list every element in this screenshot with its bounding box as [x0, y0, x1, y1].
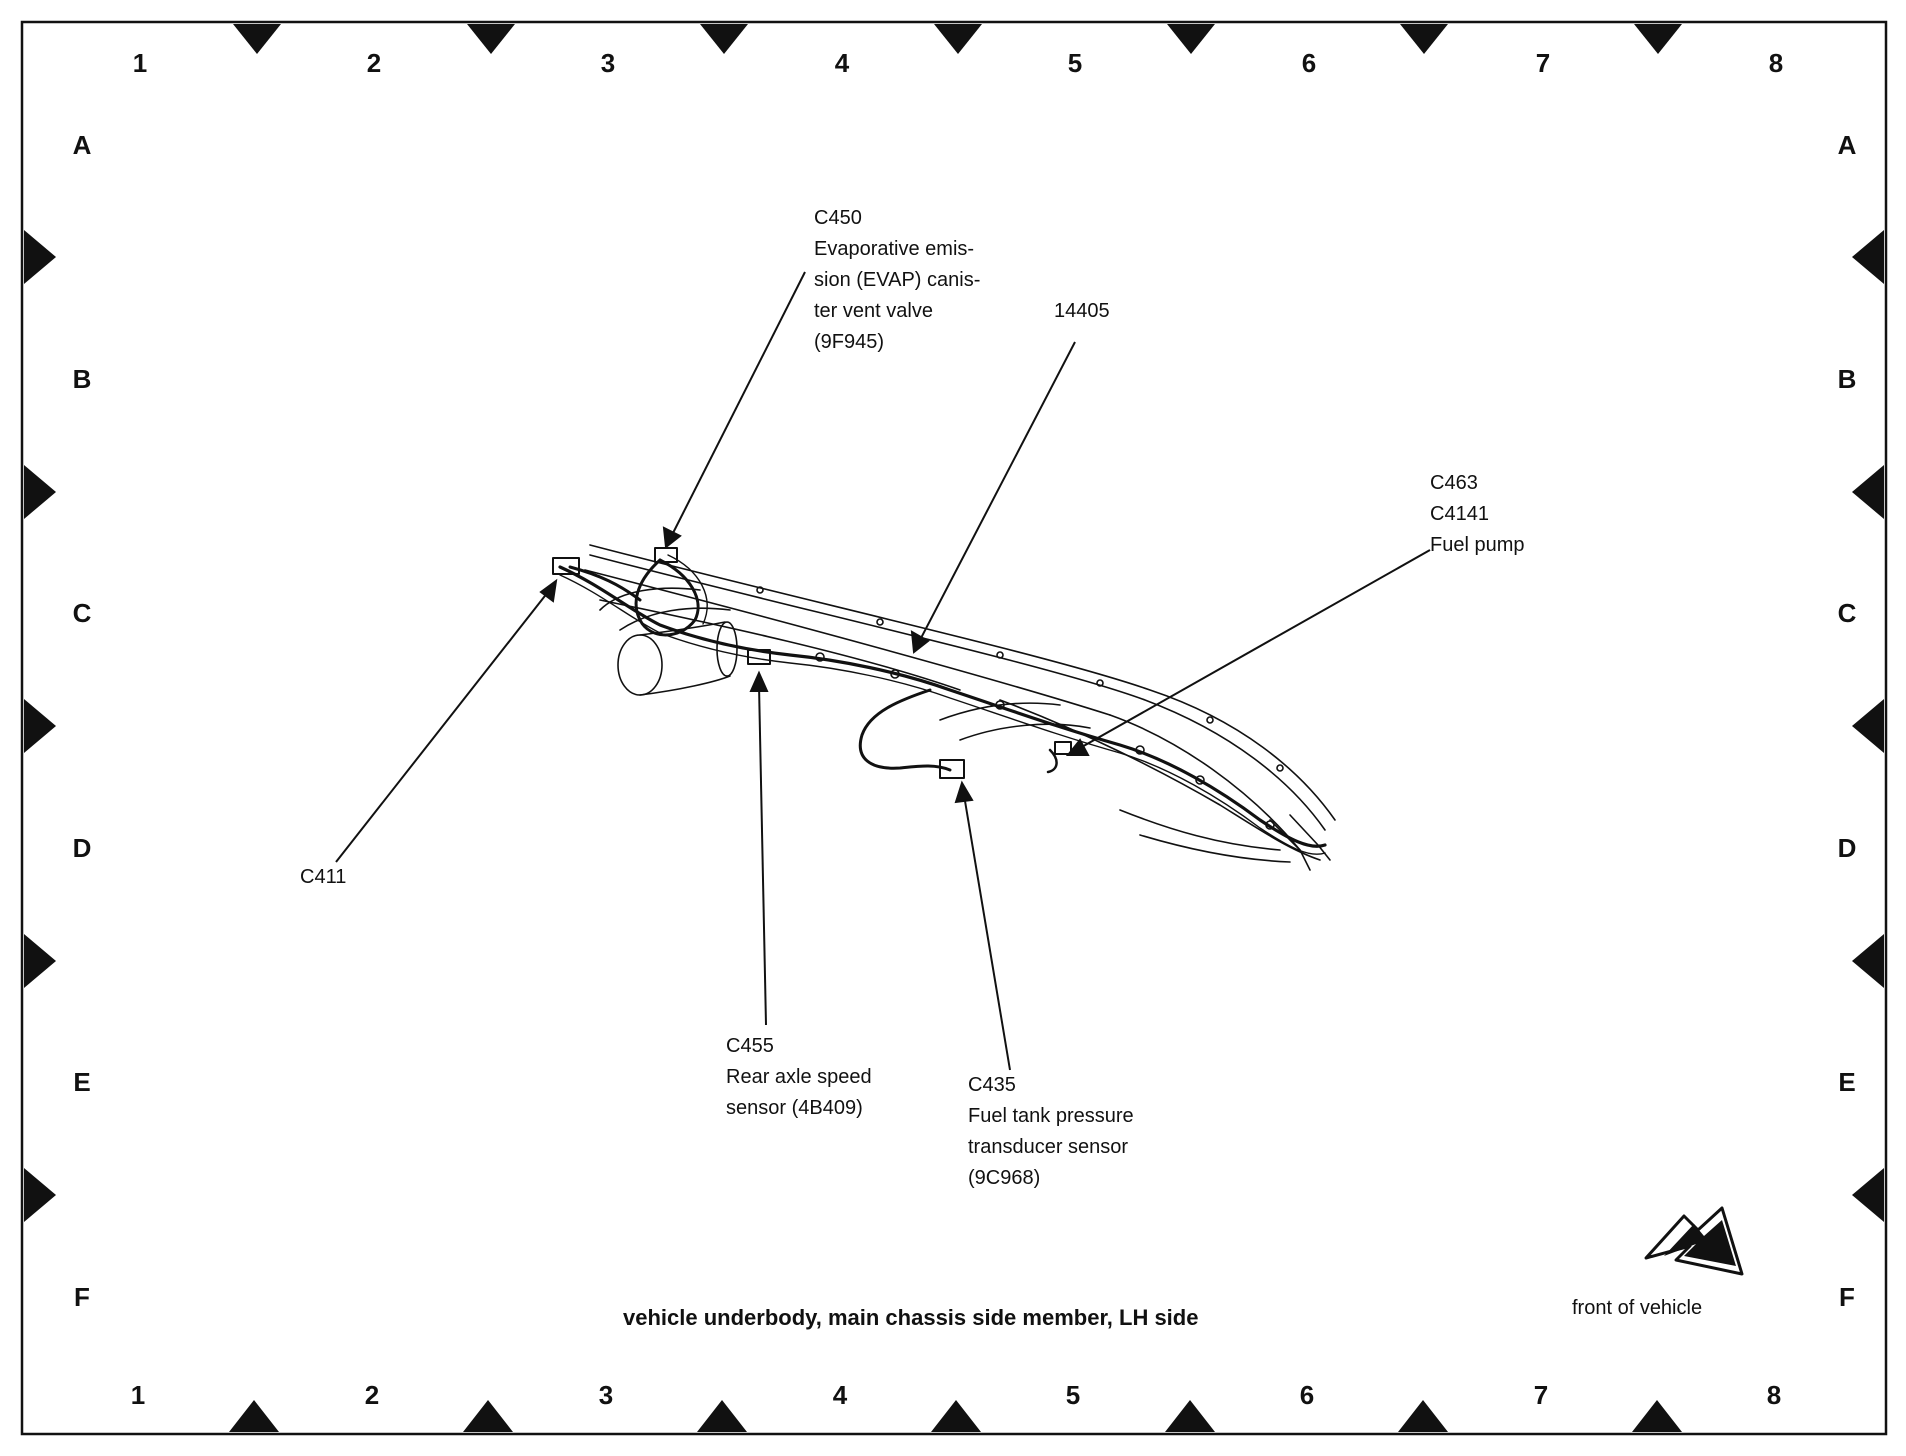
grid-row-left-e: E — [73, 1067, 91, 1097]
grid-row-left-d: D — [72, 833, 92, 863]
callout-c435-line1: Fuel tank pressure — [968, 1105, 1134, 1127]
grid-row-right-e: E — [1838, 1067, 1856, 1097]
callout-c455-line2: sensor (4B409) — [726, 1097, 863, 1119]
leader-c411 — [335, 591, 549, 863]
grid-col-top-1: 1 — [132, 48, 148, 78]
grid-col-top-4: 4 — [834, 48, 850, 78]
grid-row-left-f: F — [74, 1282, 90, 1312]
grid-row-left-b: B — [72, 364, 92, 394]
grid-col-bottom-1: 1 — [130, 1380, 146, 1410]
grid-col-bottom-2: 2 — [364, 1380, 380, 1410]
leader-c463-arrowhead — [1065, 738, 1090, 756]
callout-c450-line2: sion (EVAP) canis- — [814, 269, 981, 291]
callout-c463-line1: C463 — [1430, 472, 1478, 494]
leader-14405 — [919, 341, 1076, 641]
callout-c435-line3: (9C968) — [968, 1167, 1041, 1189]
callout-c463: C463 C4141 Fuel pump — [1430, 468, 1525, 561]
callout-c450: C450 Evaporative emis- sion (EVAP) canis… — [814, 203, 980, 358]
diagram-frame — [20, 20, 1888, 1436]
grid-col-bottom-3: 3 — [598, 1380, 614, 1410]
grid-row-right-d: D — [1837, 833, 1857, 863]
grid-col-bottom-6: 6 — [1299, 1380, 1315, 1410]
callout-c455-line1: Rear axle speed — [726, 1066, 872, 1088]
callout-c450-code: C450 — [814, 207, 862, 229]
grid-col-top-7: 7 — [1535, 48, 1551, 78]
leader-c411-arrowhead — [539, 578, 558, 603]
callout-c411: C411 — [300, 862, 346, 893]
callout-c411-code: C411 — [300, 866, 347, 888]
callout-c450-line3: ter vent valve — [814, 300, 933, 322]
grid-row-right-b: B — [1837, 364, 1857, 394]
front-of-vehicle-label: front of vehicle — [1572, 1297, 1703, 1319]
leader-c435-arrowhead — [954, 780, 974, 804]
grid-col-bottom-4: 4 — [832, 1380, 848, 1410]
callout-c463-line3: Fuel pump — [1430, 534, 1525, 556]
left-grid-markers — [24, 230, 56, 1222]
grid-col-bottom-5: 5 — [1065, 1380, 1081, 1410]
chassis-harness-illustration — [552, 544, 1336, 871]
callout-c450-line4: (9F945) — [814, 331, 885, 353]
leader-c455-arrowhead — [749, 670, 769, 692]
arrow-down-right-icon — [1644, 1206, 1744, 1276]
bottom-grid-markers — [229, 1400, 1682, 1432]
leader-c463 — [1079, 549, 1431, 749]
grid-col-bottom-8: 8 — [1766, 1380, 1782, 1410]
grid-col-bottom-7: 7 — [1533, 1380, 1549, 1410]
callout-c435-code: C435 — [968, 1074, 1016, 1096]
grid-col-top-2: 2 — [366, 48, 382, 78]
grid-col-top-6: 6 — [1301, 48, 1317, 78]
grid-row-right-f: F — [1839, 1282, 1855, 1312]
grid-col-top-5: 5 — [1067, 48, 1083, 78]
grid-col-top-8: 8 — [1768, 48, 1784, 78]
grid-row-right-c: C — [1837, 598, 1857, 628]
callout-14405-code: 14405 — [1054, 300, 1110, 322]
leader-lines — [335, 271, 1431, 1071]
grid-row-left-a: A — [72, 130, 92, 160]
callout-14405: 14405 — [1054, 296, 1110, 327]
callout-c463-line2: C4141 — [1430, 503, 1489, 525]
leader-c455 — [758, 684, 767, 1026]
leader-c435 — [963, 794, 1011, 1071]
callout-c435-line2: transducer sensor — [968, 1136, 1129, 1158]
grid-row-right-a: A — [1837, 130, 1857, 160]
leader-c450 — [671, 271, 806, 536]
callout-c435: C435 Fuel tank pressure transducer senso… — [968, 1070, 1134, 1194]
leader-c450-arrowhead — [662, 526, 682, 549]
callout-c455: C455 Rear axle speed sensor (4B409) — [726, 1031, 872, 1124]
top-grid-markers — [233, 24, 1682, 54]
callout-c455-code: C455 — [726, 1035, 774, 1057]
callout-c450-line1: Evaporative emis- — [814, 238, 975, 260]
diagram-caption: vehicle underbody, main chassis side mem… — [623, 1305, 1199, 1330]
grid-col-top-3: 3 — [600, 48, 616, 78]
right-grid-markers — [1852, 230, 1884, 1222]
leader-14405-arrowhead — [910, 630, 930, 654]
grid-row-left-c: C — [72, 598, 92, 628]
